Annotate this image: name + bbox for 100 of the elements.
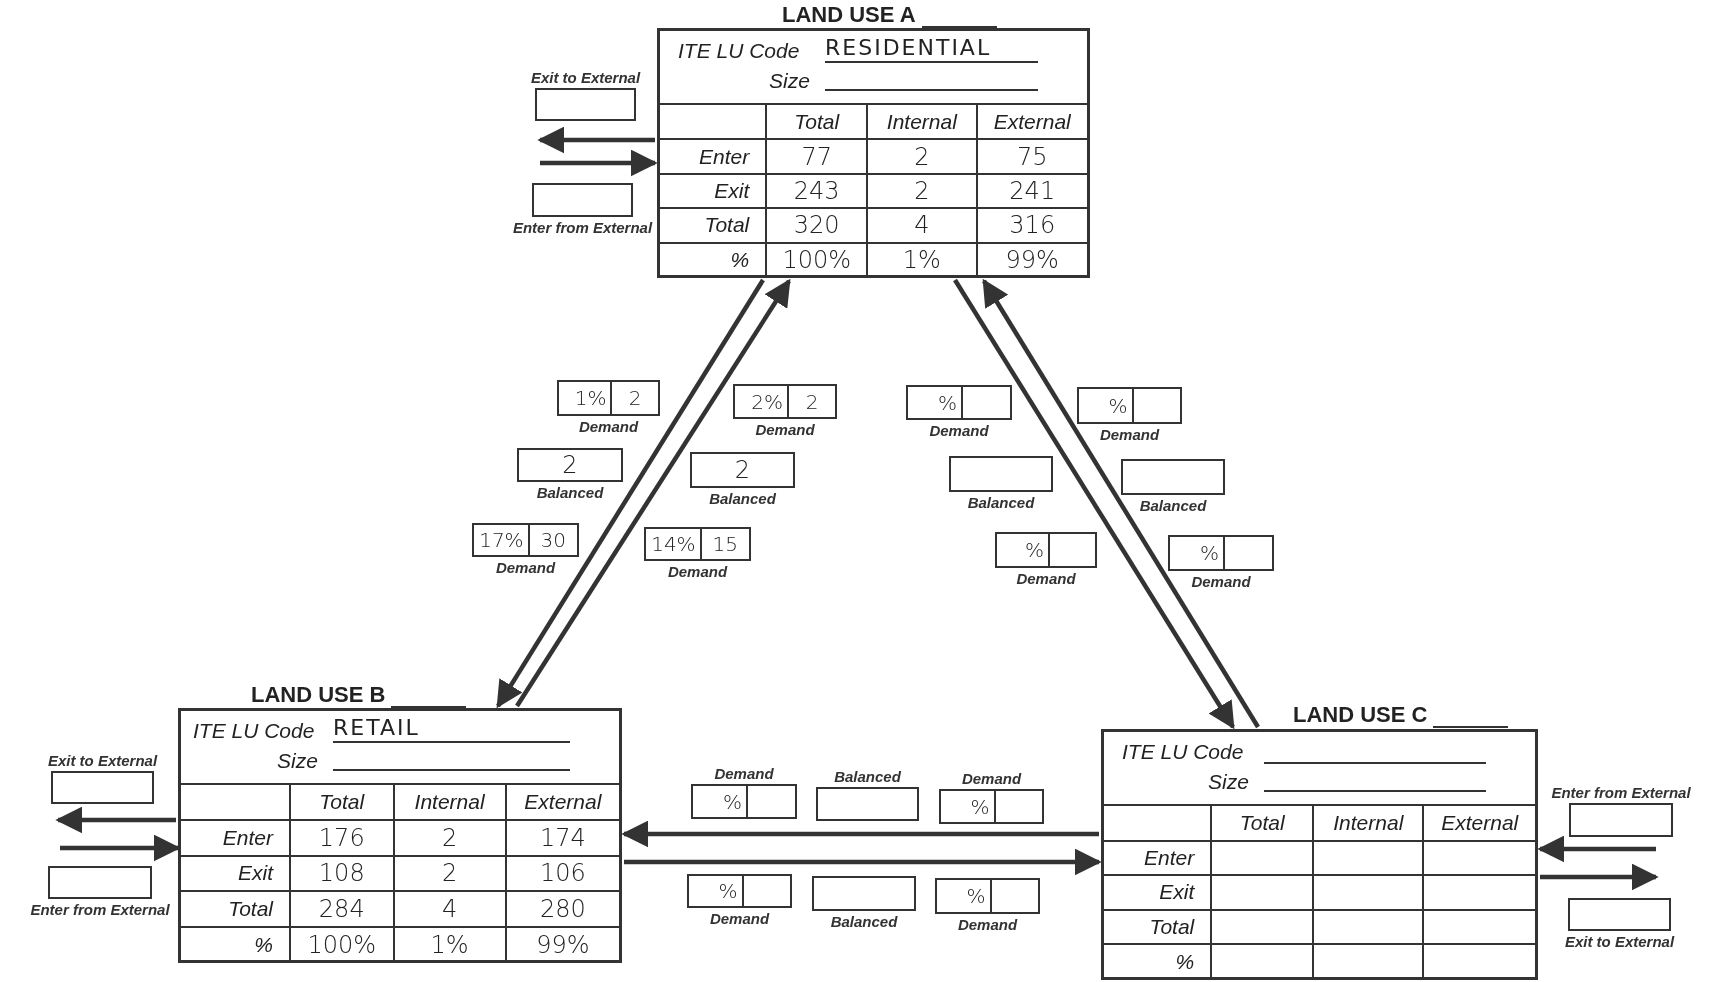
arrow <box>624 848 1102 876</box>
table-value: 2 <box>441 859 458 888</box>
arrow <box>540 149 658 177</box>
row-label: Exit <box>1159 880 1195 904</box>
field-value: % <box>937 880 992 912</box>
field-caption: Demand <box>1016 570 1076 587</box>
heading: LAND USE A <box>782 2 916 28</box>
field-value: 2 <box>804 388 820 416</box>
arrow <box>537 126 655 154</box>
row-label: Total <box>228 896 273 920</box>
field-value: 14% <box>646 529 702 559</box>
arrow <box>1540 863 1659 891</box>
field-caption: Demand <box>961 770 1022 787</box>
arrow <box>953 278 1235 730</box>
table-value: 284 <box>318 894 365 923</box>
field-caption: Balanced <box>834 768 901 785</box>
row-label: % <box>730 248 750 272</box>
field-caption: Balanced <box>709 490 776 507</box>
column-header: Total <box>1239 810 1285 834</box>
field-caption: Enter from External <box>1551 784 1691 801</box>
table-value: 100% <box>782 246 851 275</box>
column-header: External <box>524 790 602 814</box>
table-value: 4 <box>914 211 930 240</box>
column-header: Total <box>319 790 365 814</box>
fill-in-line: RETAIL <box>333 715 570 743</box>
field-caption: Demand <box>929 422 989 439</box>
table-value: 100% <box>307 930 377 959</box>
field-caption: Demand <box>709 910 770 927</box>
field-value: % <box>1170 537 1226 569</box>
table-value: 2 <box>441 824 458 853</box>
field-caption: Demand <box>957 916 1018 933</box>
table-value: 320 <box>793 211 840 240</box>
table-value: 243 <box>793 176 840 205</box>
row-label: Exit <box>714 178 750 202</box>
arrow <box>1537 835 1656 863</box>
fill-in-line: RESIDENTIAL <box>825 35 1038 63</box>
heading: LAND USE C <box>1293 702 1428 728</box>
table-value: 99% <box>1005 246 1059 275</box>
field-label: ITE LU Code <box>1122 740 1244 764</box>
row-label: Total <box>1149 915 1195 939</box>
table-value: 1% <box>902 246 941 275</box>
field-caption: Demand <box>1099 426 1160 443</box>
table-value: 4 <box>441 894 458 923</box>
table-value: 75 <box>1016 142 1048 171</box>
field-caption: Balanced <box>536 484 604 501</box>
arrow <box>496 278 765 709</box>
field-caption: Balanced <box>967 494 1035 511</box>
field-caption: Demand <box>1191 573 1251 590</box>
field-caption: Enter from External <box>512 219 653 236</box>
arrow <box>515 278 791 708</box>
table-value: 241 <box>1009 176 1056 205</box>
field-label: ITE LU Code <box>678 39 800 63</box>
field-value: 30 <box>539 527 568 554</box>
table-value: 1% <box>430 930 469 959</box>
field-value: % <box>997 534 1050 566</box>
field-caption: Exit to External <box>530 69 641 86</box>
column-header: Internal <box>414 790 485 814</box>
field-value: 17% <box>474 525 530 555</box>
field-value: % <box>693 786 749 817</box>
field-label: ITE LU Code <box>193 719 315 743</box>
field-value: 1% <box>559 382 613 414</box>
field-value: % <box>1079 389 1134 422</box>
field-caption: Demand <box>578 418 639 435</box>
table-value: 280 <box>539 894 586 923</box>
column-header: External <box>1441 810 1519 834</box>
row-label: Enter <box>699 144 750 168</box>
field-label: Size <box>1208 770 1249 794</box>
arrow <box>621 820 1099 848</box>
column-header: Internal <box>1333 810 1404 834</box>
row-label: % <box>254 932 273 956</box>
field-value: % <box>908 387 964 418</box>
field-value: 2 <box>733 455 752 486</box>
field-caption: Exit to External <box>1564 933 1675 950</box>
field-caption: Balanced <box>830 913 898 930</box>
arrow <box>982 278 1260 729</box>
table-value: 99% <box>536 930 590 959</box>
table-value: 108 <box>318 859 365 888</box>
field-caption: Demand <box>495 559 556 576</box>
column-header: Internal <box>886 109 957 133</box>
row-label: % <box>1175 950 1195 974</box>
table-value: 2 <box>914 176 930 205</box>
field-caption: Demand <box>667 563 728 580</box>
field-caption: Enter from External <box>30 901 170 918</box>
field-value: % <box>941 791 996 822</box>
field-label: Size <box>277 749 318 773</box>
field-caption: Demand <box>755 421 815 438</box>
field-value: 2% <box>735 386 789 417</box>
table-value: 176 <box>318 824 365 853</box>
table-value: 2 <box>914 142 930 171</box>
field-caption: Demand <box>714 765 774 782</box>
table-value: 77 <box>801 142 832 171</box>
field-caption: Exit to External <box>47 752 158 769</box>
arrow <box>55 806 176 834</box>
field-value: 2 <box>561 450 579 480</box>
row-label: Enter <box>222 826 273 850</box>
field-value: % <box>689 876 744 906</box>
field-label: Size <box>769 69 810 93</box>
column-header: External <box>993 109 1071 133</box>
table-value: 106 <box>539 859 586 888</box>
column-header: Total <box>794 109 840 133</box>
